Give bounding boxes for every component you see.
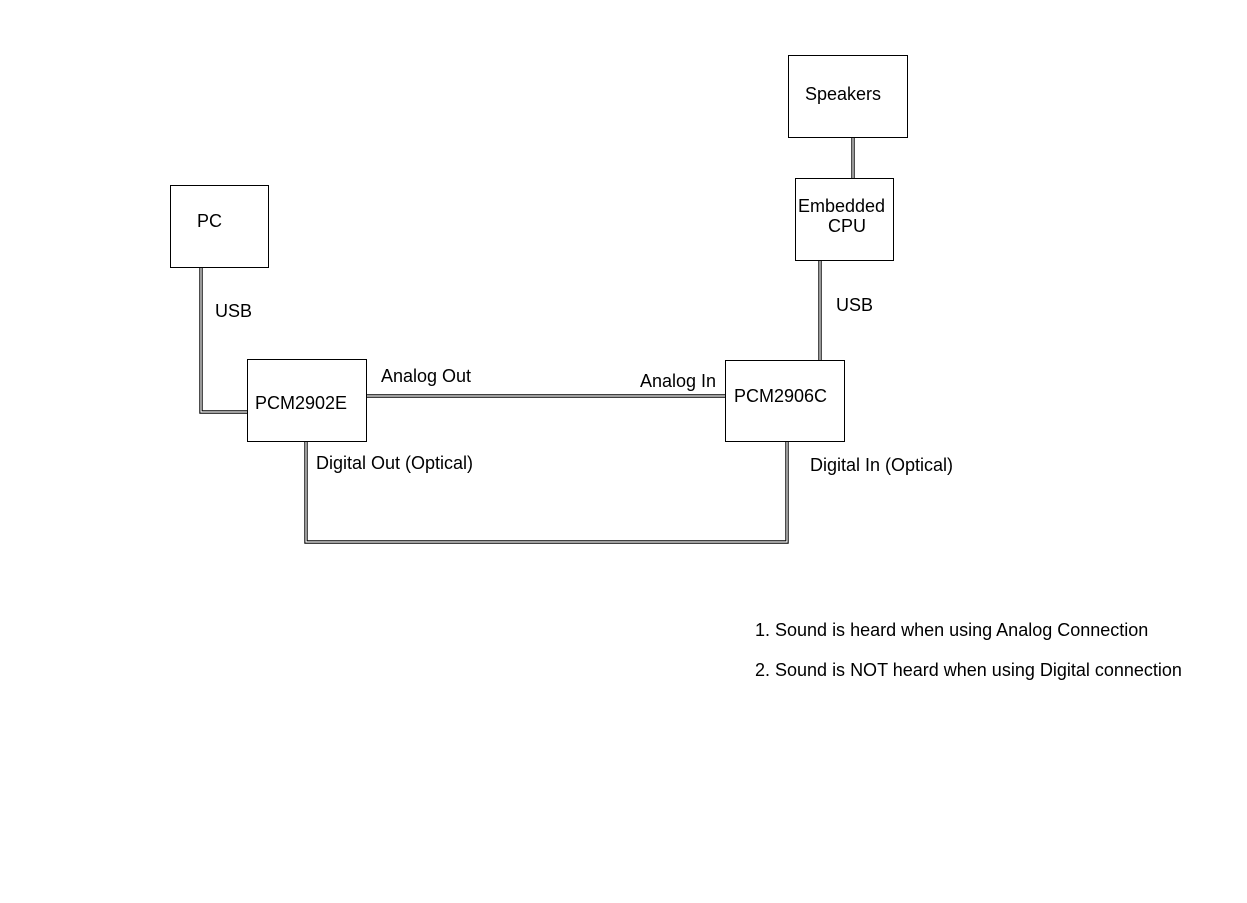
pc-usb-label: USB	[215, 301, 252, 321]
wire-digital-optical	[304, 441, 789, 544]
speakers-label: Speakers	[805, 84, 881, 104]
digital-in-label: Digital In (Optical)	[810, 455, 953, 475]
embedded-cpu-label-line2: CPU	[828, 216, 866, 236]
pcm2906c-node: PCM2906C	[725, 360, 845, 442]
note-analog: 1. Sound is heard when using Analog Conn…	[755, 620, 1148, 640]
pc-label: PC	[197, 211, 222, 231]
note-digital: 2. Sound is NOT heard when using Digital…	[755, 660, 1182, 680]
embedded-cpu-node: Embedded CPU	[795, 178, 894, 261]
embedded-cpu-label-line1: Embedded	[798, 196, 885, 216]
pcm2902e-label: PCM2902E	[255, 393, 347, 413]
analog-in-label: Analog In	[640, 371, 716, 391]
digital-out-label: Digital Out (Optical)	[316, 453, 473, 473]
wire-pc-usb	[199, 267, 248, 414]
speakers-node: Speakers	[788, 55, 908, 138]
cpu-usb-label: USB	[836, 295, 873, 315]
pc-node: PC	[170, 185, 269, 268]
analog-out-label: Analog Out	[381, 366, 471, 386]
pcm2906c-label: PCM2906C	[734, 386, 827, 406]
pcm2902e-node: PCM2902E	[247, 359, 367, 442]
